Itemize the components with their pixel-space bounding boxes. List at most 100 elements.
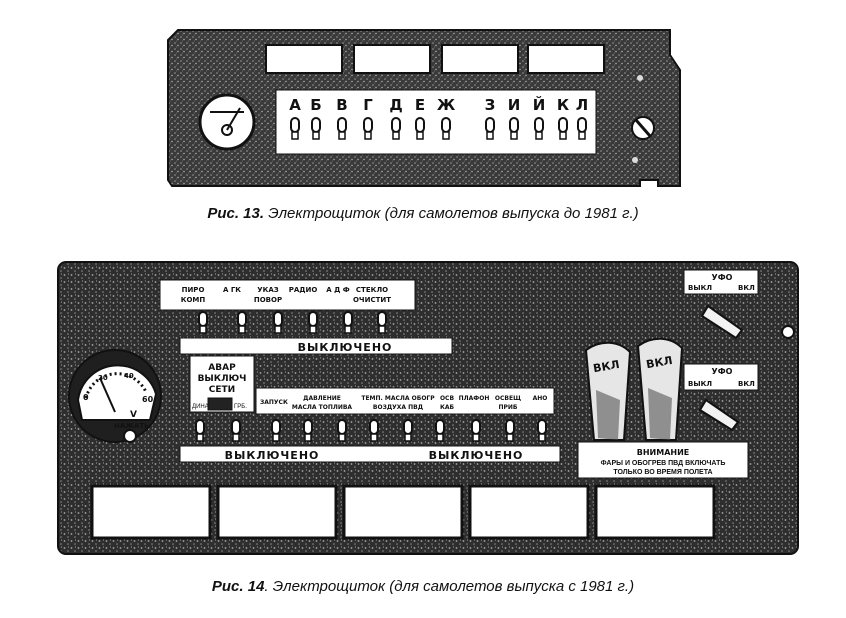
toggle-switch-13[interactable] bbox=[337, 117, 347, 140]
caption-14-number: Рис. 14 bbox=[211, 578, 265, 595]
off-label-left: ВЫКЛЮЧЕНО bbox=[225, 449, 320, 462]
bottom-label-line2: МАСЛА ТОПЛИВА bbox=[292, 404, 353, 411]
toggle-switch-top[interactable] bbox=[343, 311, 353, 334]
bottom-label-line2: ПРИБ bbox=[498, 404, 517, 411]
off-label-top: ВЫКЛЮЧЕНО bbox=[298, 341, 393, 354]
toggle-switch-13[interactable] bbox=[558, 117, 568, 140]
top-label-line2: КОМП bbox=[181, 296, 206, 304]
window-slot-3 bbox=[441, 44, 519, 74]
toggle-switch-bottom[interactable] bbox=[337, 419, 347, 442]
toggle-switch-13[interactable] bbox=[391, 117, 401, 140]
caption-fig13: Рис. 13. Электрощиток (для самолетов вып… bbox=[0, 205, 846, 222]
rotary-knob-13[interactable] bbox=[631, 116, 655, 140]
bottom-label-line1: ТЕМП. МАСЛА ОБОГР bbox=[361, 395, 435, 402]
bottom-label-line1: ОСВЕЩ bbox=[495, 395, 521, 402]
toggle-switch-13[interactable] bbox=[577, 117, 587, 140]
emergency-label-1: АВАР bbox=[208, 363, 236, 373]
breaker-1-label: ВКЛ bbox=[592, 358, 620, 375]
window-slot-4 bbox=[527, 44, 605, 74]
toggle-switch-bottom[interactable] bbox=[195, 419, 205, 442]
toggle-switch-top[interactable] bbox=[308, 311, 318, 334]
gauge-press-button[interactable] bbox=[123, 429, 137, 443]
emergency-label-2: ВЫКЛЮЧ bbox=[198, 374, 247, 384]
emergency-toggle[interactable] bbox=[207, 397, 233, 411]
toggle-switch-bottom[interactable] bbox=[471, 419, 481, 442]
voltmeter-14: 0 20 40 60 V НАЖАТЬ bbox=[68, 349, 162, 443]
toggle-switch-13[interactable] bbox=[441, 117, 451, 140]
warning-line-2: ТОЛЬКО ВО ВРЕМЯ ПОЛЕТА bbox=[613, 469, 712, 476]
warning-plate: ВНИМАНИЕ ФАРЫ И ОБОГРЕВ ПВД ВКЛЮЧАТЬ ТОЛ… bbox=[577, 441, 749, 479]
toggle-switch-top[interactable] bbox=[377, 311, 387, 334]
bottom-window-1 bbox=[90, 484, 212, 540]
bottom-window-4 bbox=[468, 484, 590, 540]
toggle-switch-13[interactable] bbox=[311, 117, 321, 140]
switch-letter: В bbox=[336, 96, 347, 114]
caption-fig14: Рис. 14. Электрощиток (для самолетов вып… bbox=[0, 578, 846, 595]
zapusk-label: ЗАПУСК bbox=[260, 399, 288, 406]
toggle-switch-top[interactable] bbox=[198, 311, 208, 334]
bottom-window-2 bbox=[216, 484, 338, 540]
switch-letter: И bbox=[508, 96, 521, 114]
breaker-2[interactable]: ВКЛ bbox=[636, 337, 684, 441]
toggle-switch-13[interactable] bbox=[534, 117, 544, 140]
window-slot-1 bbox=[265, 44, 343, 74]
emergency-sub-right: ГРБ. bbox=[234, 404, 247, 410]
toggle-switch-top[interactable] bbox=[273, 311, 283, 334]
toggle-switch-13[interactable] bbox=[485, 117, 495, 140]
voltmeter-13 bbox=[198, 93, 256, 151]
gauge-press-label: НАЖАТЬ bbox=[114, 422, 149, 430]
top-label-line1: ПИРО bbox=[182, 286, 205, 294]
rotary-switch-2: УФО ВЫКЛ ВКЛ bbox=[683, 363, 759, 432]
top-label-line1: РАДИО bbox=[289, 286, 318, 294]
rotary-2-knob[interactable] bbox=[698, 398, 740, 432]
toggle-switch-13[interactable] bbox=[290, 117, 300, 140]
caption-13-number: Рис. 13. bbox=[207, 205, 265, 222]
caption-14-text: . Электрощиток (для самолетов выпуска с … bbox=[264, 578, 635, 595]
switch-letter: Л bbox=[576, 96, 588, 114]
bottom-label-line1: ДАВЛЕНИЕ bbox=[303, 395, 341, 402]
side-screw bbox=[781, 325, 795, 339]
breaker-2-label: ВКЛ bbox=[645, 354, 673, 371]
gauge-scale-60: 60 bbox=[142, 395, 154, 404]
breaker-1[interactable]: ВКЛ bbox=[584, 341, 632, 441]
emergency-switch-box: АВАР ВЫКЛЮЧ СЕТИ ДИНАМ ГРБ. bbox=[189, 355, 255, 413]
emergency-label-3: СЕТИ bbox=[209, 385, 235, 395]
caption-13-text: Электрощиток (для самолетов выпуска до 1… bbox=[268, 205, 639, 222]
toggle-switch-bottom[interactable] bbox=[505, 419, 515, 442]
rotary-2-on: ВКЛ bbox=[738, 380, 755, 388]
toggle-switch-bottom[interactable] bbox=[537, 419, 547, 442]
toggle-switch-bottom[interactable] bbox=[403, 419, 413, 442]
toggle-switch-bottom[interactable] bbox=[303, 419, 313, 442]
warning-title: ВНИМАНИЕ bbox=[637, 448, 690, 457]
toggle-switch-13[interactable] bbox=[363, 117, 373, 140]
bottom-label-line1: ПЛАФОН bbox=[459, 395, 490, 402]
bottom-label-line2: КАБ bbox=[440, 404, 455, 411]
toggle-switch-bottom[interactable] bbox=[231, 419, 241, 442]
bottom-label-line1: АНО bbox=[533, 395, 548, 402]
switch-letter: Е bbox=[415, 96, 425, 114]
rotary-1-title: УФО bbox=[712, 273, 733, 282]
off-strip-bottom bbox=[179, 445, 561, 463]
toggle-switch-bottom[interactable] bbox=[435, 419, 445, 442]
switch-letter: Г bbox=[363, 96, 373, 114]
toggle-switch-13[interactable] bbox=[509, 117, 519, 140]
switch-letter: К bbox=[557, 96, 570, 114]
toggle-switch-13[interactable] bbox=[415, 117, 425, 140]
bottom-label-line1: ОСВ bbox=[440, 395, 455, 402]
toggle-switch-top[interactable] bbox=[237, 311, 247, 334]
gauge-scale-0: 0 bbox=[83, 393, 89, 402]
switch-letter: З bbox=[485, 96, 496, 114]
rotary-1-off: ВЫКЛ bbox=[688, 284, 712, 292]
rotary-1-knob[interactable] bbox=[700, 304, 744, 340]
toggle-switch-bottom[interactable] bbox=[369, 419, 379, 442]
switch-letter: Ж bbox=[437, 96, 456, 114]
toggle-switch-bottom[interactable] bbox=[271, 419, 281, 442]
gauge-unit: V bbox=[130, 410, 137, 420]
rotary-switch-1: УФО ВЫКЛ ВКЛ bbox=[683, 269, 759, 340]
top-label-line1: А ГК bbox=[223, 286, 241, 294]
switch-letter: А bbox=[289, 96, 301, 114]
top-label-line1: А Д Ф bbox=[326, 286, 350, 294]
bottom-window-3 bbox=[342, 484, 464, 540]
